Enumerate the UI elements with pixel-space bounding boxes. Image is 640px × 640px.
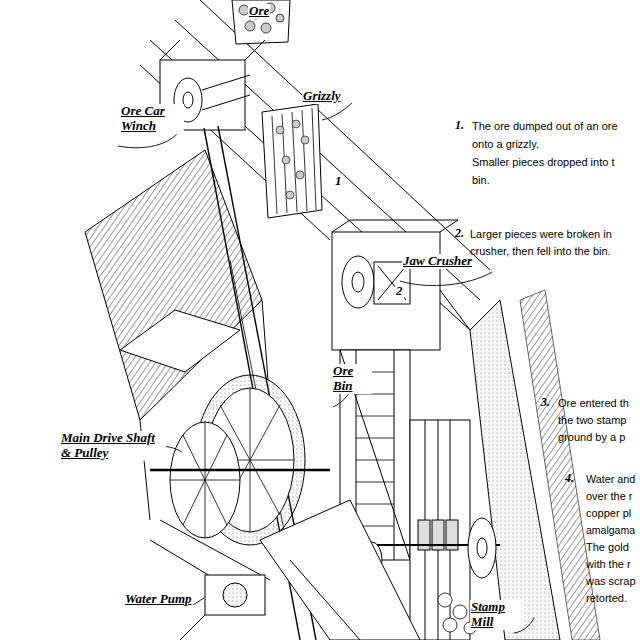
part-name: Ore Car Winch (120, 104, 184, 134)
part-name: Jaw Crusher (402, 254, 473, 269)
part-name: Ore Bin (332, 364, 372, 394)
note-text: Ore entered th (558, 397, 629, 410)
note-text: bin. (472, 174, 490, 187)
note-text: The ore dumped out of an ore (472, 120, 618, 133)
note-text: Larger pieces were broken in (470, 228, 612, 241)
callout-number: 2 (395, 284, 404, 299)
step-number: 4. (565, 472, 574, 486)
note-text: crusher, then fell into the bin. (470, 245, 611, 258)
note-text: Water and (586, 473, 635, 485)
part-name: Stamp Mill (470, 600, 522, 630)
note-text: the two stamp (558, 414, 626, 427)
part-name: Grizzly (302, 89, 342, 104)
part-name: Main Drive Shaft & Pulley (60, 431, 166, 461)
step-number: 1. (455, 119, 464, 133)
note-text: retorted. (586, 592, 627, 605)
note-text: over the r (586, 490, 632, 503)
step-number: 2. (455, 227, 464, 241)
note-text: The gold (586, 541, 629, 554)
step-number: 3. (541, 396, 550, 410)
note-text: was scrap (586, 575, 636, 588)
note-text: ground by a p (558, 431, 625, 444)
part-name: Ore (248, 4, 270, 19)
note-text: with the r (586, 558, 631, 571)
note-text: copper pl (586, 507, 631, 520)
callout-number: 1 (334, 174, 343, 189)
note-text: onto a grizzly. (472, 138, 539, 151)
part-name: Water Pump (124, 592, 193, 607)
note-text: Smaller pieces dropped into t (472, 156, 614, 169)
note-text: amalgama (586, 524, 635, 536)
